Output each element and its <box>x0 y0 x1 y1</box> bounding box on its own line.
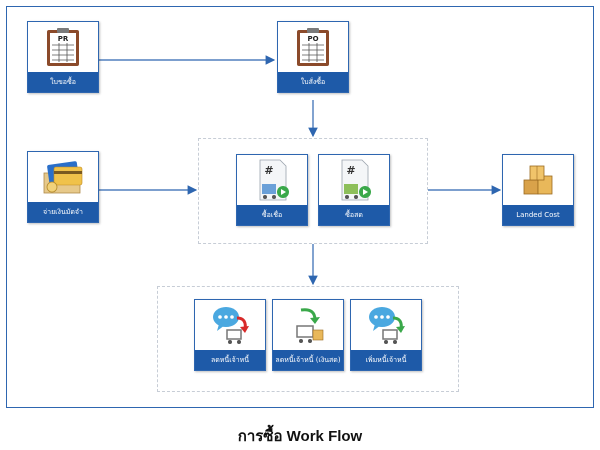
clipboard-icon: PO <box>297 28 329 66</box>
doc-tag: # <box>346 164 355 177</box>
node-debit-note-cash[interactable]: ลดหนี้เจ้าหนี้ (เงินสด) <box>272 299 344 371</box>
chat-cart-return-icon <box>213 307 249 344</box>
node-label: ใบสั่งซื้อ <box>278 72 348 92</box>
page-title: การซื้อ Work Flow <box>237 428 363 445</box>
node-label: ซื้อสด <box>319 205 389 225</box>
node-purchase-order[interactable]: PO ใบสั่งซื้อ <box>277 21 349 93</box>
invoice-cart-icon: # <box>259 159 289 201</box>
node-label: ลดหนี้เจ้าหนี้ <box>195 350 265 370</box>
po-tag: PO <box>307 35 318 43</box>
node-label: ลดหนี้เจ้าหนี้ (เงินสด) <box>273 350 343 370</box>
node-label: Landed Cost <box>503 205 573 225</box>
node-label: ซื้อเชื่อ <box>237 205 307 225</box>
node-credit-purchase[interactable]: # ซื้อเชื่อ <box>236 154 308 226</box>
credit-card-icon <box>43 161 83 194</box>
pr-tag: PR <box>58 35 69 43</box>
node-debit-note[interactable]: ลดหนี้เจ้าหนี้ <box>194 299 266 371</box>
chat-cart-add-icon <box>369 307 405 344</box>
node-cash-purchase[interactable]: # ซื้อสด <box>318 154 390 226</box>
invoice-cart-icon: # <box>341 159 371 201</box>
node-label: ใบขอซื้อ <box>28 72 98 92</box>
node-landed-cost[interactable]: Landed Cost <box>502 154 574 226</box>
workflow-frame <box>6 6 594 408</box>
node-credit-note[interactable]: เพิ่มหนี้เจ้าหนี้ <box>350 299 422 371</box>
node-label: เพิ่มหนี้เจ้าหนี้ <box>351 350 421 370</box>
node-label: จ่ายเงินมัดจำ <box>28 202 98 222</box>
doc-tag: # <box>264 164 273 177</box>
node-purchase-request[interactable]: PR ใบขอซื้อ <box>27 21 99 93</box>
cart-return-icon <box>296 308 324 343</box>
purchase-group <box>198 138 428 244</box>
adjustment-group <box>157 286 459 392</box>
node-advance-payment[interactable]: จ่ายเงินมัดจำ <box>27 151 99 223</box>
clipboard-icon: PR <box>47 28 79 66</box>
boxes-icon <box>523 165 553 195</box>
